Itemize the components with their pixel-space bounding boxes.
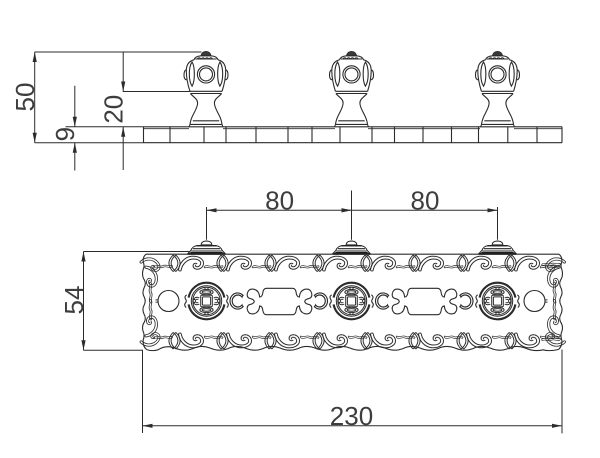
svg-text:80: 80 xyxy=(265,186,294,216)
svg-text:9: 9 xyxy=(50,127,80,141)
svg-text:230: 230 xyxy=(330,401,373,431)
svg-text:20: 20 xyxy=(99,95,129,124)
svg-text:54: 54 xyxy=(59,286,89,315)
svg-text:50: 50 xyxy=(10,83,40,112)
svg-text:80: 80 xyxy=(411,186,440,216)
